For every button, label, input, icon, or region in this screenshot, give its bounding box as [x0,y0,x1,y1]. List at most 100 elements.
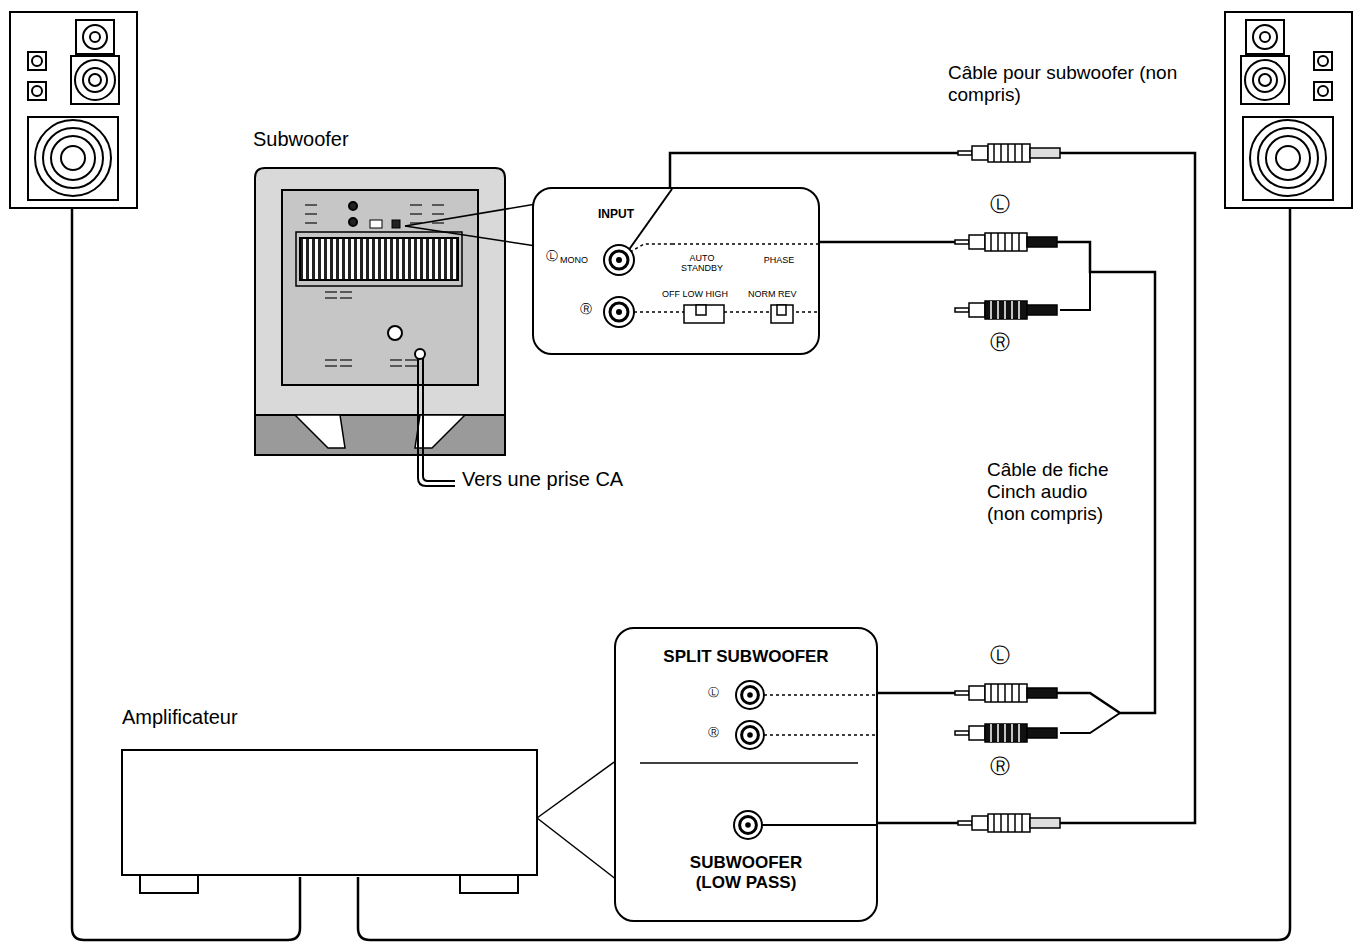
grille-slots [305,204,317,206]
callout-leader [405,226,536,246]
plug-set [1021,814,1023,832]
grille-slots [340,297,352,299]
rca-jack [745,822,751,828]
grille-slots [410,204,422,206]
plug-set [990,233,992,251]
plug-set [1000,144,1002,162]
plug-set [993,144,995,162]
speaker-left [83,68,107,92]
panel-marking: PHASE [754,255,804,265]
grille-slots [325,365,337,367]
device-name: Subwoofer [253,128,453,151]
cable-branch [1060,272,1090,310]
grille-slots [305,213,317,215]
grille-slots [340,365,352,367]
grille-slots [410,213,422,215]
divider [640,762,858,764]
speaker-right [1243,117,1333,200]
speaker-left [28,52,46,70]
plug-set [988,144,1030,162]
channel-marker: Ⓡ [990,755,1014,778]
internal-wire [762,824,878,826]
grille-slots [340,291,352,293]
rca-jack [610,303,628,321]
speaker-right [1225,12,1352,208]
note-label: Vers une prise CA [462,468,682,491]
slide-switch [771,305,793,323]
speaker-right [1250,120,1326,196]
panel-marking: SUBWOOFER (LOW PASS) [678,853,814,892]
plug-set [1018,724,1020,742]
plug-set [972,146,988,160]
plug-set [958,151,972,155]
subwoofer-body [392,220,400,228]
plug-set [955,691,969,695]
speaker-left [76,20,114,54]
slide-switch [777,305,786,315]
speaker-right [1260,32,1270,42]
plug-set [1004,724,1006,742]
grille-slots [325,359,337,361]
power-cord [415,349,425,359]
panel-marking: Ⓡ [580,303,598,317]
plug-set [1021,144,1023,162]
speaker-right [1253,25,1277,49]
speaker-left [90,32,100,42]
plug-set [990,301,992,319]
panel-marking: NORM REV [748,289,808,299]
speaker-right [1245,60,1285,100]
power-cord [423,358,455,481]
plug-set [990,684,992,702]
grille-slots [432,213,444,215]
plug-set [997,684,999,702]
plug-set [1014,144,1016,162]
cable-label: Câble de fiche Cinch audio (non compris) [987,459,1129,525]
plug-set [997,301,999,319]
subwoofer-body [349,218,357,226]
speaker-left [89,74,101,86]
device-label-area: Subwoofer [250,128,512,458]
speaker-left [32,56,42,66]
subwoofer-body [255,168,505,415]
channel-marker: Ⓛ [990,644,1014,667]
subwoofer-body [255,168,505,455]
speaker-right [1314,52,1332,70]
speaker-left [75,60,115,100]
plug-set [1030,148,1060,158]
plug-set [955,724,1057,742]
speaker-left [51,136,95,180]
cable-label: Câble pour subwoofer (non compris) [948,62,1193,106]
device-name: Amplificateur [122,706,322,729]
rca-jack [742,727,759,744]
speaker-left [83,25,107,49]
subwoofer-body [300,238,458,280]
plug-set [955,240,969,244]
plug-set [985,684,1027,702]
grille-slots [340,359,352,361]
panel-marking: SPLIT SUBWOOFER [626,647,866,667]
speaker-left [10,12,137,208]
panel-drawing [534,189,822,357]
speaker-left [71,56,119,104]
callout-panel: SPLIT SUBWOOFERⓁⓇSUBWOOFER (LOW PASS) [614,627,878,922]
speaker-left [35,120,111,196]
subwoofer-body [296,232,462,286]
plug-set [1004,233,1006,251]
panel-marking: AUTO STANDBY [670,253,734,274]
plug-set [1027,688,1057,698]
speaker-left [43,128,103,188]
plug-set [1027,237,1057,247]
plug-set [1007,814,1009,832]
speaker-right [1241,56,1289,104]
rca-jack [616,257,622,263]
rca-jack [604,297,634,327]
speaker-right [1314,82,1332,100]
plug-set [990,724,992,742]
rca-jack [604,245,634,275]
plug-set [993,814,995,832]
amplifier-body [460,875,518,893]
plug-set [955,731,969,735]
speaker-right [1318,56,1328,66]
plug-set [997,724,999,742]
plug-set [969,303,985,317]
